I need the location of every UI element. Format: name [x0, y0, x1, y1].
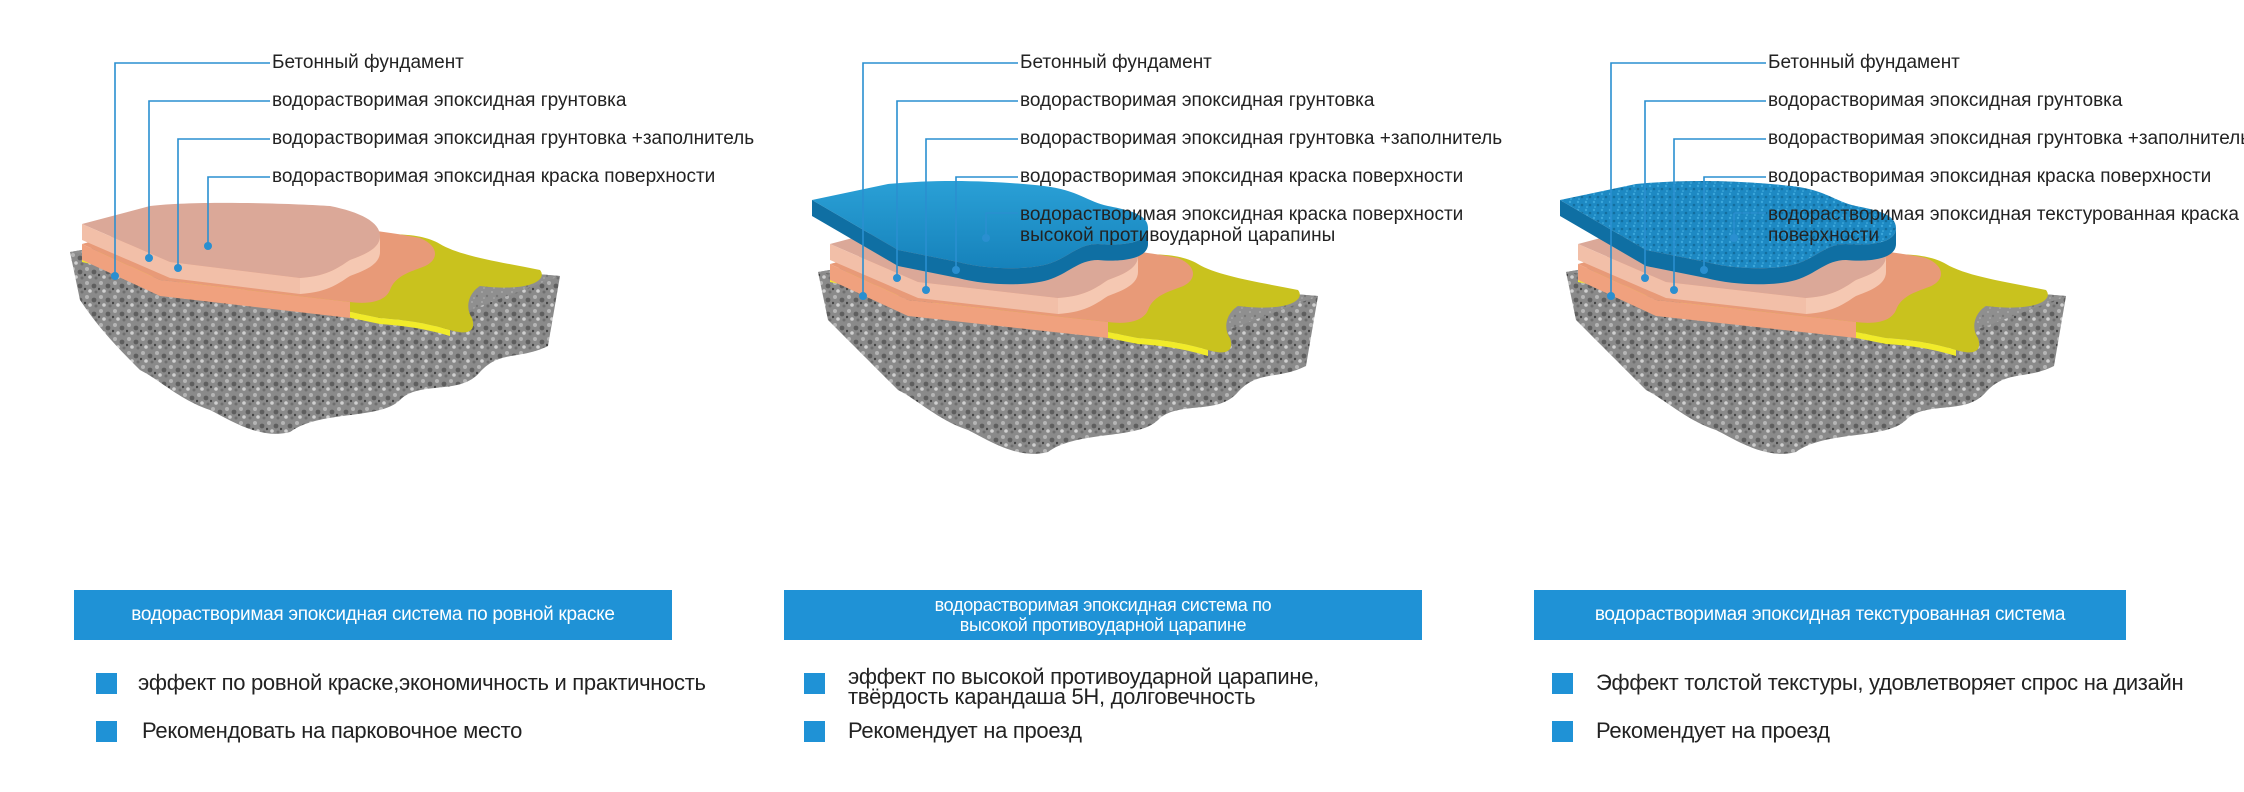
- bullet-effect: эффект по ровной краске,экономичность и …: [138, 670, 706, 695]
- floor-layers-illustration: [812, 62, 1318, 454]
- bullet-square-icon: [96, 721, 117, 742]
- bullet-square-icon: [804, 673, 825, 694]
- label-primer-filler: водорастворимая эпоксидная грунтовка +за…: [1768, 128, 2244, 149]
- bullet-recommendation: Рекомендует на проезд: [848, 718, 1082, 743]
- label-primer-filler: водорастворимая эпоксидная грунтовка +за…: [272, 128, 755, 149]
- label-textured-paint: водорастворимая эпоксидная текстурованна…: [1768, 204, 2239, 225]
- floor-layers-illustration: [1560, 62, 2066, 454]
- system-title-banner: водорастворимая эпоксидная система по вы…: [784, 590, 1422, 640]
- panel-smooth-system: Бетонный фундамент водорастворимая эпокс…: [0, 0, 754, 792]
- leader-lines: [862, 62, 1018, 296]
- label-primer: водорастворимая эпоксидная грунтовка: [1020, 90, 1375, 111]
- bullet-effect: Эффект толстой текстуры, удовлетворяет с…: [1596, 670, 2184, 695]
- banner-line: водорастворимая эпоксидная система по ро…: [131, 604, 615, 625]
- system-title-banner: водорастворимая эпоксидная система по ро…: [74, 590, 672, 640]
- bullet-effect: эффект по высокой противоударной царапин…: [848, 664, 1319, 709]
- label-impact-paint-line2: высокой противоударной царапины: [1020, 225, 1336, 246]
- label-concrete-base: Бетонный фундамент: [1768, 52, 1960, 73]
- bullet-square-icon: [804, 721, 825, 742]
- bullet-recommendation: Рекомендует на проезд: [1596, 718, 1830, 743]
- label-primer-filler: водорастворимая эпоксидная грунтовка +за…: [1020, 128, 1503, 149]
- banner-line: высокой противоударной царапине: [959, 615, 1247, 635]
- label-surface-paint: водорастворимая эпоксидная краска поверх…: [1768, 166, 2212, 187]
- leader-lines: [1610, 62, 1766, 296]
- bullet-square-icon: [1552, 673, 1573, 694]
- panel-impact-system: Бетонный фундамент водорастворимая эпокс…: [748, 0, 1502, 792]
- paint-layer: [82, 202, 380, 278]
- floor-layers-illustration: [70, 62, 560, 434]
- label-concrete-base: Бетонный фундамент: [1020, 52, 1212, 73]
- label-primer: водорастворимая эпоксидная грунтовка: [272, 90, 627, 111]
- bullet-square-icon: [1552, 721, 1573, 742]
- panel-textured-system: Бетонный фундамент водорастворимая эпокс…: [1496, 0, 2244, 792]
- bullet-square-icon: [96, 673, 117, 694]
- blue-top-layer: [812, 180, 1148, 269]
- label-primer: водорастворимая эпоксидная грунтовка: [1768, 90, 2123, 111]
- banner-line: водорастворимая эпоксидная текстурованна…: [1594, 604, 2066, 625]
- label-textured-paint-line2: поверхности: [1768, 225, 1880, 246]
- bullet-effect-line: твёрдость карандаша 5Н, долговечность: [848, 684, 1256, 709]
- label-surface-paint: водорастворимая эпоксидная краска поверх…: [272, 166, 716, 187]
- bullet-recommendation: Рекомендовать на парковочное место: [142, 718, 523, 743]
- label-surface-paint: водорастворимая эпоксидная краска поверх…: [1020, 166, 1464, 187]
- label-impact-paint: водорастворимая эпоксидная краска поверх…: [1020, 204, 1464, 225]
- bullet-effect-line: эффект по высокой противоударной царапин…: [848, 664, 1319, 689]
- label-concrete-base: Бетонный фундамент: [272, 52, 464, 73]
- banner-line: водорастворимая эпоксидная система по: [934, 595, 1272, 615]
- leader-lines: [114, 62, 270, 276]
- textured-top-layer: [1560, 180, 1896, 269]
- system-title-banner: водорастворимая эпоксидная текстурованна…: [1534, 590, 2126, 640]
